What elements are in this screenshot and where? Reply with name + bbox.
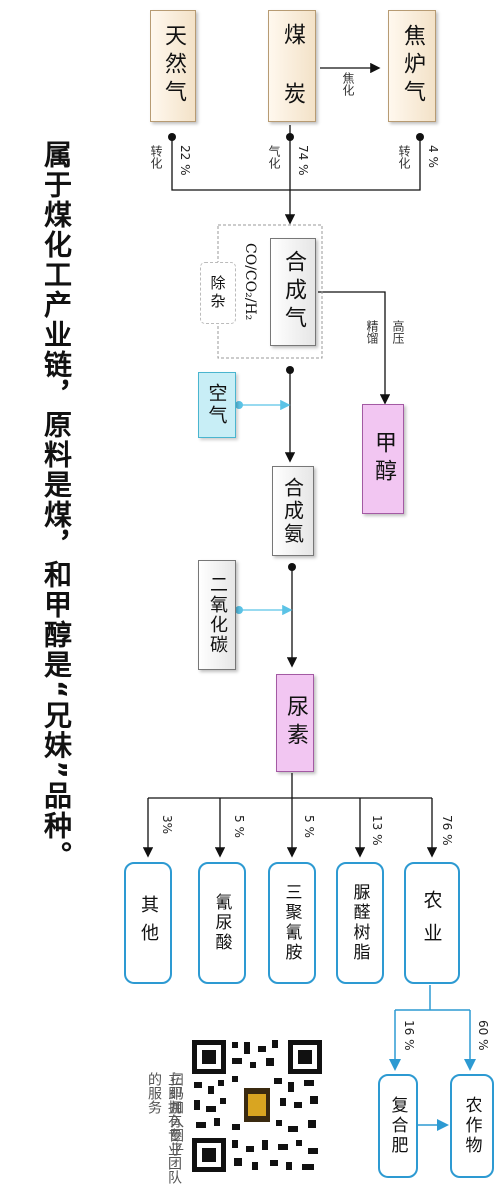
air-node: 空气 <box>198 372 236 438</box>
page-title: 属于煤化工产业链，原料是煤，和甲醇是“兄妹”品种。 <box>40 140 73 871</box>
agriculture-node: 农业 <box>404 862 460 984</box>
impurity-removal-label: 除杂 <box>208 275 227 311</box>
gasification-label: 气化 <box>267 145 281 169</box>
qr-caption-line2: 立即拥有专业团队的服务 <box>146 1072 182 1184</box>
impurity-removal-node: 除杂 <box>200 262 236 324</box>
methanol-node: 甲醇 <box>362 404 404 514</box>
qr-code-graphic <box>188 1036 326 1176</box>
qr-caption-line1: 扫码加入圈子 <box>168 1072 184 1156</box>
qr-code[interactable] <box>188 1036 326 1176</box>
ammonia-label: 合成氨 <box>280 476 305 546</box>
urea-resin-percent: 13 % <box>370 815 384 846</box>
coal-percent: 74 % <box>296 145 310 176</box>
natural-gas-percent: 22 % <box>178 145 192 176</box>
urea-node: 尿素 <box>276 674 314 772</box>
melamine-percent: 5 % <box>302 815 316 838</box>
melamine-node: 三聚氰胺 <box>268 862 316 984</box>
urea-label: 尿素 <box>283 695 308 751</box>
conversion-label-2: 转化 <box>397 145 411 169</box>
agriculture-percent: 76 % <box>440 815 454 846</box>
syngas-label: 合成气 <box>281 250 306 334</box>
urea-resin-label: 脲醛树脂 <box>349 883 370 963</box>
coking-label: 焦化 <box>341 72 355 96</box>
co2-label: 二氧化碳 <box>207 575 228 655</box>
compound-fertilizer-label: 复合肥 <box>387 1096 408 1156</box>
other-node: 其他 <box>124 862 172 984</box>
natural-gas-node: 天然气 <box>150 10 196 122</box>
compound-fertilizer-percent: 16 % <box>402 1020 416 1051</box>
cyanuric-label: 氰尿酸 <box>211 893 232 953</box>
crops-percent: 60 % <box>476 1020 490 1051</box>
cyanuric-node: 氰尿酸 <box>198 862 246 984</box>
methanol-arrow <box>318 291 391 405</box>
methanol-label: 甲醇 <box>371 431 396 487</box>
cyanuric-percent: 5 % <box>232 815 246 838</box>
natural-gas-label: 天然气 <box>161 24 186 108</box>
conversion-label-1: 转化 <box>149 145 163 169</box>
coal-node: 煤 炭 <box>268 10 316 122</box>
coke-gas-percent: 4 % <box>426 145 440 168</box>
other-percent: 3% <box>160 815 174 835</box>
agriculture-label: 农业 <box>420 890 443 956</box>
coke-gas-node: 焦炉气 <box>388 10 436 122</box>
crops-node: 农作物 <box>450 1074 494 1178</box>
air-label: 空气 <box>205 383 228 427</box>
other-label: 其他 <box>138 895 159 951</box>
high-pressure-label: 高压 <box>391 320 405 344</box>
ammonia-node: 合成氨 <box>272 466 314 556</box>
crops-label: 农作物 <box>461 1096 482 1156</box>
rectify-label: 精馏 <box>365 320 379 344</box>
urea-resin-node: 脲醛树脂 <box>336 862 384 984</box>
co2-node: 二氧化碳 <box>198 560 236 670</box>
compound-fertilizer-node: 复合肥 <box>378 1074 418 1178</box>
coal-label: 煤 炭 <box>280 22 305 110</box>
coke-gas-label: 焦炉气 <box>400 24 425 108</box>
syngas-node: 合成气 <box>270 238 316 346</box>
melamine-label: 三聚氰胺 <box>281 883 302 963</box>
syngas-formula: CO/CO₂/H₂ <box>242 243 258 321</box>
